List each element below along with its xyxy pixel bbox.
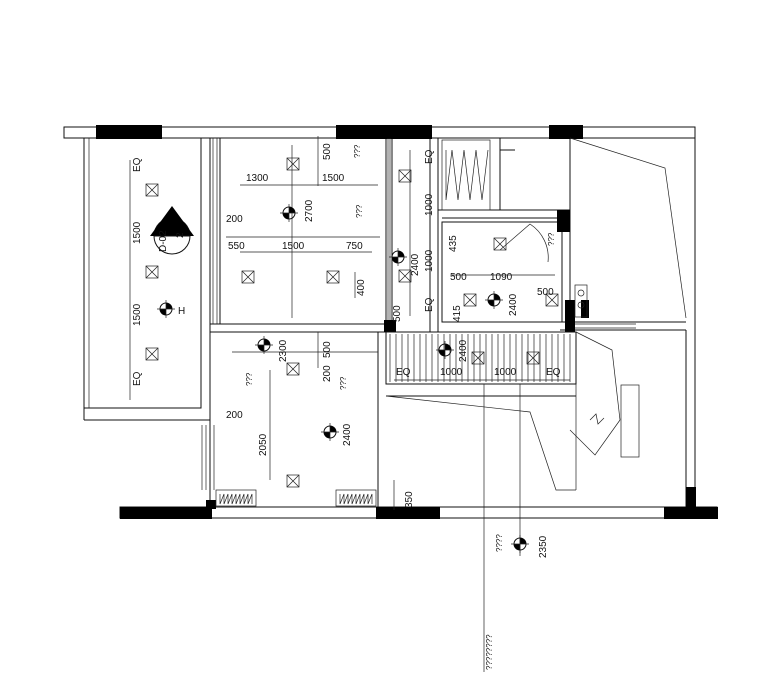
dim-eq-corr-a: EQ [424, 149, 435, 164]
dim-eq-left-b: EQ [132, 371, 143, 386]
wall-fixtures [574, 284, 588, 318]
dim-200-a: 200 [226, 214, 243, 225]
dim-500-bath-r: 500 [537, 287, 554, 298]
downlight-icon [471, 351, 485, 365]
downlight-icon [463, 293, 477, 307]
ceiling-light-icon [389, 248, 407, 266]
radiators [215, 489, 377, 507]
dimension-labels: 1300 1500 500 2700 200 550 1500 750 400 … [132, 143, 561, 558]
door-swing [499, 223, 549, 263]
north-mark: H [178, 306, 185, 317]
dim-350: 350 [404, 491, 415, 508]
dim-550: 550 [228, 241, 245, 252]
dim-415: 415 [452, 305, 463, 322]
wardrobe-rail [441, 139, 491, 211]
dim-1500-left-a: 1500 [132, 221, 143, 244]
downlight-icon [286, 474, 300, 488]
dim-2300: 2300 [278, 339, 289, 362]
downlight-icon [286, 157, 300, 171]
ceiling-light-icon [321, 423, 339, 441]
dim-1000-corr-a: 1000 [424, 193, 435, 216]
section-sheet: D-02 [158, 230, 169, 252]
dim-1500-left-b: 1500 [132, 303, 143, 326]
dim-eq-corr-b: EQ [424, 297, 435, 312]
note-low2: ??? [339, 376, 348, 390]
dim-435: 435 [448, 235, 459, 252]
light-fixtures [145, 157, 559, 553]
ceiling-light-icon [485, 291, 503, 309]
structural-columns [96, 125, 718, 519]
dim-200-low: 200 [322, 365, 333, 382]
dim-500-bath: 500 [450, 272, 467, 283]
dimension-lines [129, 136, 570, 672]
window-frames [88, 138, 636, 490]
downlight-icon [398, 169, 412, 183]
downlight-icon [326, 270, 340, 284]
dim-2400-bath: 2400 [508, 293, 519, 316]
downlight-icon [526, 351, 540, 365]
dim-2700: 2700 [304, 199, 315, 222]
dim-400: 400 [356, 279, 367, 296]
dim-500-corr: 500 [392, 305, 403, 322]
section-number: 2 [175, 232, 186, 238]
downlight-icon [545, 293, 559, 307]
dim-1000-hall-b: 1000 [494, 367, 517, 378]
dim-1500-top: 1500 [322, 173, 345, 184]
dim-1000-corr-b: 1000 [424, 249, 435, 272]
outer-walls [63, 126, 718, 519]
dim-1090: 1090 [490, 272, 513, 283]
dim-500-top: 500 [322, 143, 333, 160]
dim-2350: 2350 [538, 535, 549, 558]
downlight-icon [145, 265, 159, 279]
right-wing-outline [385, 137, 687, 491]
dim-1000-hall-a: 1000 [440, 367, 463, 378]
dim-1300: 1300 [246, 173, 269, 184]
dim-2400-low: 2400 [342, 423, 353, 446]
ceiling-light-icon [436, 341, 454, 359]
downlight-icon [145, 183, 159, 197]
ceiling-light-icon [511, 535, 529, 553]
note-bath: ??? [547, 232, 556, 246]
hall-hatching [389, 334, 571, 382]
downlight-icon [398, 269, 412, 283]
ceiling-light-icon [280, 204, 298, 222]
downlight-icon [241, 270, 255, 284]
note-mid: ??? [355, 204, 364, 218]
dim-1500-mid: 1500 [282, 241, 305, 252]
section-marker: 2 D-02 [150, 206, 194, 255]
dim-eq-hall-r: EQ [546, 367, 561, 378]
dim-500-low: 500 [322, 341, 333, 358]
dim-eq-hall-l: EQ [396, 367, 411, 378]
note-leader: ???????? [485, 634, 494, 670]
dim-200-b: 200 [226, 410, 243, 421]
dim-750: 750 [346, 241, 363, 252]
downlight-icon [286, 362, 300, 376]
dim-2400-hall: 2400 [458, 339, 469, 362]
downlight-icon [145, 347, 159, 361]
ceiling-light-icon [255, 336, 273, 354]
note-out: ???? [495, 534, 504, 552]
dim-2050: 2050 [258, 433, 269, 456]
note-low: ??? [245, 372, 254, 386]
annotation-notes: ??? ??? ??? ??? ??? ???? ???????? [245, 144, 556, 670]
ceiling-light-icon [157, 300, 175, 318]
dim-eq-left-a: EQ [132, 157, 143, 172]
downlight-icon [493, 237, 507, 251]
dim-2400-corr: 2400 [410, 253, 421, 276]
note-top: ??? [353, 144, 362, 158]
